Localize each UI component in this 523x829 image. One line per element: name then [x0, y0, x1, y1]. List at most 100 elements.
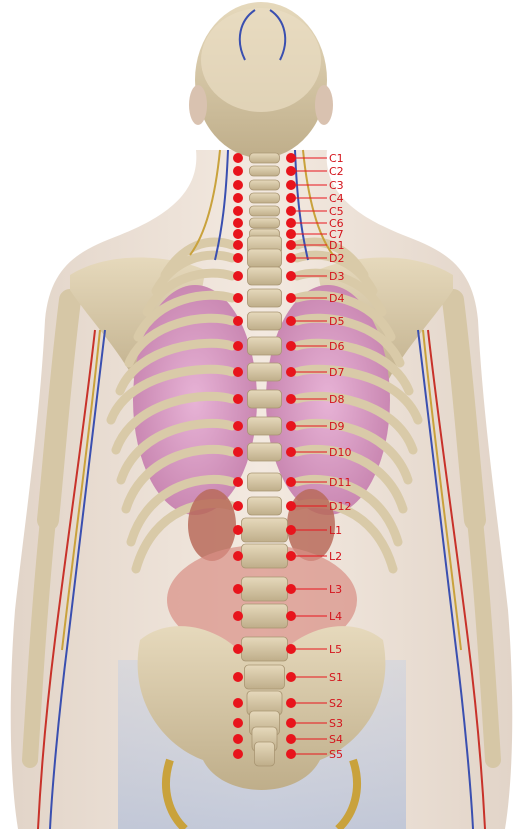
marker-dot-right [286, 206, 296, 216]
spine-point-l2: L2 [233, 550, 342, 563]
marker-dot-left [233, 644, 243, 654]
spine-point-d11: D11 [233, 476, 351, 489]
spine-point-label: D7 [329, 366, 344, 379]
spine-point-label: S4 [329, 733, 343, 746]
marker-dot-right [286, 240, 296, 250]
marker-dot-right [286, 341, 296, 351]
marker-dot-left [233, 240, 243, 250]
spine-point-label: L3 [329, 583, 342, 596]
spine-point-label: L2 [329, 550, 342, 563]
spine-point-l5: L5 [233, 643, 342, 656]
marker-dot-left [233, 501, 243, 511]
marker-dot-right [286, 271, 296, 281]
spine-point-label: C2 [329, 165, 344, 178]
marker-dot-left [233, 698, 243, 708]
spine-point-c2: C2 [233, 165, 344, 178]
spine-point-l3: L3 [233, 583, 342, 596]
spine-point-c1: C1 [233, 152, 344, 165]
marker-dot-right [286, 749, 296, 759]
marker-dot-right [286, 367, 296, 377]
marker-dot-left [233, 749, 243, 759]
marker-dot-left [233, 206, 243, 216]
marker-dot-left [233, 584, 243, 594]
spine-point-label: S5 [329, 748, 343, 761]
marker-dot-right [286, 611, 296, 621]
spine-point-d10: D10 [233, 446, 351, 459]
spine-point-label: D12 [329, 500, 351, 513]
marker-dot-right [286, 501, 296, 511]
spine-point-label: D6 [329, 340, 344, 353]
marker-dot-left [233, 551, 243, 561]
spine-point-d6: D6 [233, 340, 344, 353]
marker-dot-left [233, 672, 243, 682]
spine-point-d7: D7 [233, 366, 344, 379]
marker-dot-left [233, 421, 243, 431]
spine-point-label: D4 [329, 292, 344, 305]
marker-dot-right [286, 447, 296, 457]
spine-point-label: D11 [329, 476, 351, 489]
spine-point-s1: S1 [233, 671, 343, 684]
spine-point-label: D2 [329, 252, 344, 265]
marker-dot-left [233, 153, 243, 163]
spine-point-label: S3 [329, 717, 343, 730]
spine-point-s4: S4 [233, 733, 343, 746]
marker-dot-left [233, 180, 243, 190]
spine-point-s3: S3 [233, 717, 343, 730]
spine-point-c7: C7 [233, 228, 344, 241]
spine-point-label: D8 [329, 393, 344, 406]
marker-dot-left [233, 447, 243, 457]
spine-point-c3: C3 [233, 179, 344, 192]
spine-point-c4: C4 [233, 192, 344, 205]
spine-point-d9: D9 [233, 420, 344, 433]
marker-dot-left [233, 218, 243, 228]
marker-dot-left [233, 525, 243, 535]
marker-dot-left [233, 253, 243, 263]
marker-dot-right [286, 525, 296, 535]
spine-point-s2: S2 [233, 697, 343, 710]
marker-dot-right [286, 718, 296, 728]
marker-dot-right [286, 253, 296, 263]
spine-point-c6: C6 [233, 217, 344, 230]
marker-dot-left [233, 477, 243, 487]
spine-point-d8: D8 [233, 393, 344, 406]
spine-point-label: D5 [329, 315, 344, 328]
spine-point-d1: D1 [233, 239, 344, 252]
marker-dot-left [233, 166, 243, 176]
spine-point-label: S2 [329, 697, 343, 710]
marker-dot-right [286, 584, 296, 594]
marker-dot-right [286, 166, 296, 176]
marker-dot-right [286, 193, 296, 203]
spine-point-d5: D5 [233, 315, 344, 328]
spine-point-label: D3 [329, 270, 344, 283]
marker-dot-left [233, 271, 243, 281]
marker-dot-right [286, 421, 296, 431]
marker-dot-right [286, 229, 296, 239]
spine-point-label: C3 [329, 179, 344, 192]
marker-dot-right [286, 644, 296, 654]
marker-dot-right [286, 180, 296, 190]
marker-dot-left [233, 293, 243, 303]
spine-point-s5: S5 [233, 748, 343, 761]
marker-dot-right [286, 394, 296, 404]
spine-point-l1: L1 [233, 524, 342, 537]
spine-point-l4: L4 [233, 610, 342, 623]
marker-dot-left [233, 718, 243, 728]
spine-point-d3: D3 [233, 270, 344, 283]
marker-dot-left [233, 367, 243, 377]
marker-dot-left [233, 734, 243, 744]
marker-dot-right [286, 218, 296, 228]
marker-dot-right [286, 672, 296, 682]
spine-point-label: C1 [329, 152, 344, 165]
spine-point-label: L5 [329, 643, 342, 656]
spine-point-d4: D4 [233, 292, 344, 305]
spine-point-c5: C5 [233, 205, 344, 218]
spine-point-label: S1 [329, 671, 343, 684]
marker-dot-right [286, 477, 296, 487]
marker-dot-right [286, 551, 296, 561]
marker-dot-left [233, 341, 243, 351]
spine-point-label: D1 [329, 239, 344, 252]
marker-dot-right [286, 293, 296, 303]
marker-dot-left [233, 193, 243, 203]
marker-dot-right [286, 698, 296, 708]
